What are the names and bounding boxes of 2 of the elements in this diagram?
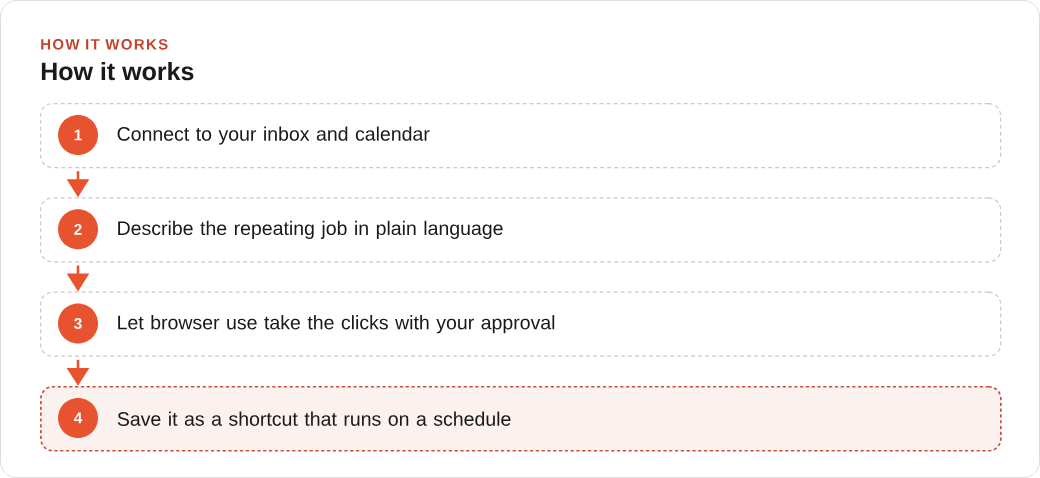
- eyebrow-heading: HOW IT WORKS: [41, 39, 168, 50]
- heading: How it works: [41, 61, 194, 81]
